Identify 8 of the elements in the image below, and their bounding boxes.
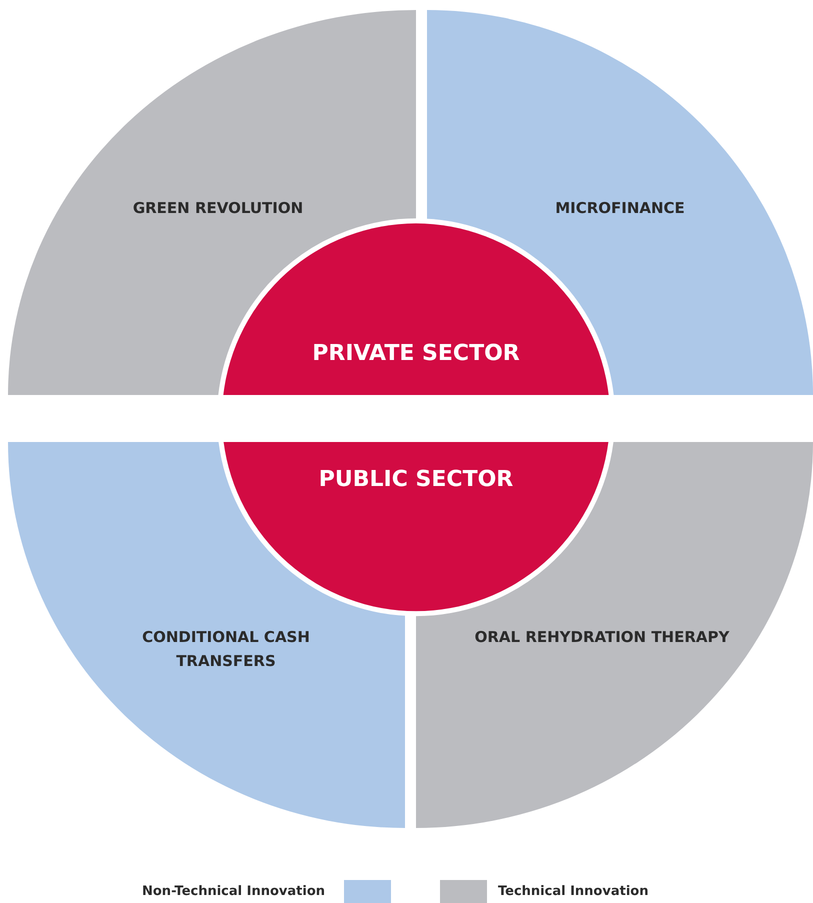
segment-label: PUBLIC SECTOR (318, 468, 514, 492)
legend-label: Technical Innovation (498, 884, 648, 899)
segment-label: PRIVATE SECTOR (311, 342, 521, 366)
segment-label: GREEN REVOLUTION (132, 198, 304, 219)
legend-label: Non-Technical Innovation (142, 884, 326, 899)
segment-label: ORAL REHYDRATION THERAPY (474, 627, 730, 648)
segment-label: CONDITIONAL CASH TRANSFERS (141, 627, 311, 672)
segment-label: MICROFINANCE (554, 198, 686, 219)
